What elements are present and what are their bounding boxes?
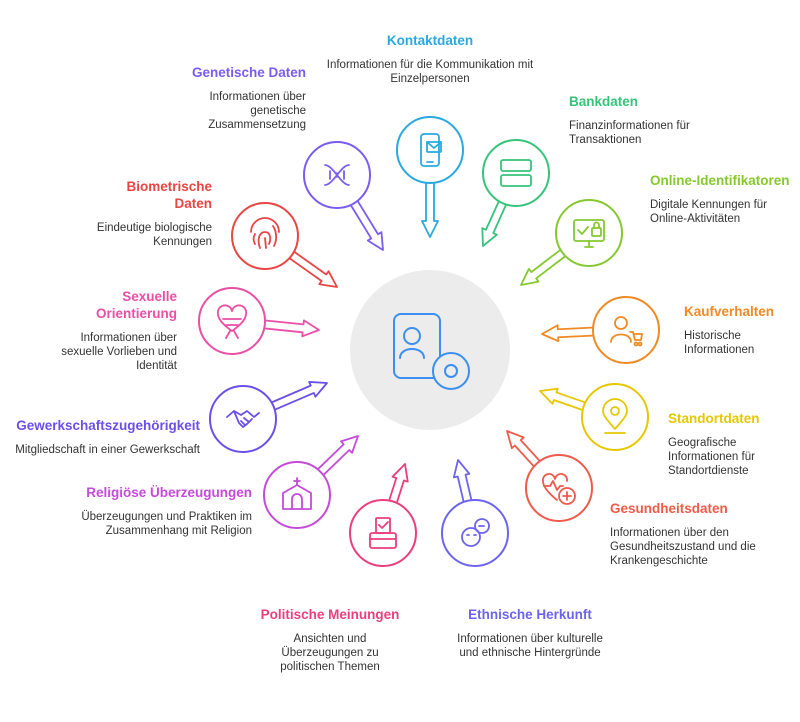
- node-circle-gewerkschaft: [209, 385, 277, 453]
- label-desc-sexuell: Informationen über sexuelle Vorlieben un…: [61, 332, 177, 372]
- label-title-online: Online-Identifikatoren: [650, 173, 790, 188]
- label-title-politisch: Politische Meinungen: [260, 607, 400, 622]
- node-sexuell: [198, 287, 320, 355]
- arrow-gesundheit: [506, 430, 542, 469]
- phone-user-icon: [393, 313, 470, 390]
- arrow-bank: [481, 199, 508, 247]
- node-online: [520, 199, 623, 286]
- ballot-box-icon: [369, 517, 397, 549]
- label-desc-standort: Geografische Informationen für Standortd…: [668, 437, 755, 477]
- arrow-genetisch: [349, 198, 384, 251]
- user-cart-icon: [610, 316, 643, 347]
- label-title-sexuell: Sexuelle Orientierung: [95, 289, 177, 321]
- label-title-kauf: Kaufverhalten: [684, 304, 775, 319]
- node-standort: [539, 383, 649, 451]
- arrow-kontakt: [421, 181, 439, 238]
- label-title-standort: Standortdaten: [668, 411, 760, 426]
- node-genetisch: [303, 141, 384, 251]
- node-kontakt: [396, 116, 464, 238]
- node-circle-online: [555, 199, 623, 267]
- heart-medical-icon: [542, 473, 576, 505]
- label-title-bank: Bankdaten: [569, 94, 639, 109]
- arrow-standort: [539, 387, 588, 412]
- arrow-kauf: [541, 324, 596, 343]
- label-desc-online: Digitale Kennungen für Online-Aktivitäte…: [650, 199, 767, 225]
- center-hub: [350, 270, 510, 430]
- label-desc-ethnisch: Informationen über kulturelle und ethnis…: [457, 633, 603, 659]
- node-circle-ethnisch: [441, 499, 509, 567]
- label-desc-kauf: Historische Informationen: [684, 330, 755, 356]
- location-pin-icon: [602, 398, 628, 434]
- fingerprint-icon: [250, 217, 280, 249]
- node-circle-kontakt: [396, 116, 464, 184]
- dna-icon: [324, 164, 350, 186]
- node-ethnisch: [441, 459, 509, 567]
- node-religioes: [263, 435, 359, 529]
- node-kauf: [541, 296, 660, 364]
- label-desc-bank: Finanzinformationen für Transaktionen: [569, 120, 690, 146]
- smartphone-mail-icon: [420, 133, 442, 167]
- node-gewerkschaft: [209, 381, 328, 453]
- node-circle-bank: [482, 139, 550, 207]
- credit-card-icon: [500, 159, 532, 187]
- arrow-sexuell: [262, 319, 320, 338]
- label-desc-gesundheit: Informationen über den Gesundheitszustan…: [610, 527, 756, 567]
- label-title-ethnisch: Ethnische Herkunft: [468, 607, 592, 622]
- label-desc-biometrisch: Eindeutige biologische Kennungen: [96, 222, 212, 248]
- heart-ribbon-icon: [216, 304, 248, 339]
- label-desc-genetisch: Informationen über genetische Zusammense…: [208, 91, 306, 131]
- node-gesundheit: [506, 430, 593, 522]
- label-title-gesundheit: Gesundheitsdaten: [610, 501, 728, 516]
- handshake-icon: [226, 410, 260, 428]
- label-desc-gewerkschaft: Mitgliedschaft in einer Gewerkschaft: [15, 444, 200, 456]
- arrow-ethnisch: [452, 459, 473, 504]
- node-circle-sexuell: [198, 287, 266, 355]
- node-circle-biometrisch: [231, 202, 299, 270]
- arrow-online: [520, 247, 568, 286]
- faces-icon: [461, 518, 490, 547]
- monitor-lock-icon: [573, 219, 605, 248]
- center-circle: [350, 270, 510, 430]
- node-biometrisch: [231, 202, 338, 288]
- label-title-biometrisch: Biometrische Daten: [126, 179, 212, 211]
- arrow-religioes: [315, 435, 359, 477]
- arrow-biometrisch: [287, 249, 338, 288]
- node-politisch: [349, 463, 417, 567]
- label-title-genetisch: Genetische Daten: [191, 65, 306, 80]
- arrow-gewerkschaft: [269, 381, 328, 412]
- label-title-gewerkschaft: Gewerkschaftszugehörigkeit: [16, 418, 200, 433]
- temple-icon: [282, 477, 312, 510]
- node-circle-kauf: [592, 296, 660, 364]
- node-bank: [481, 139, 550, 247]
- node-circle-standort: [581, 383, 649, 451]
- label-title-religioes: Religiöse Überzeugungen: [86, 485, 252, 500]
- label-title-kontakt: Kontaktdaten: [386, 33, 474, 48]
- node-circle-religioes: [263, 461, 331, 529]
- label-desc-kontakt: Informationen für die Kommunikation mit …: [326, 59, 534, 85]
- label-desc-religioes: Überzeugungen und Praktiken im Zusammenh…: [81, 511, 252, 537]
- label-desc-politisch: Ansichten und Überzeugungen zu politisch…: [280, 633, 380, 673]
- arrow-politisch: [387, 463, 409, 505]
